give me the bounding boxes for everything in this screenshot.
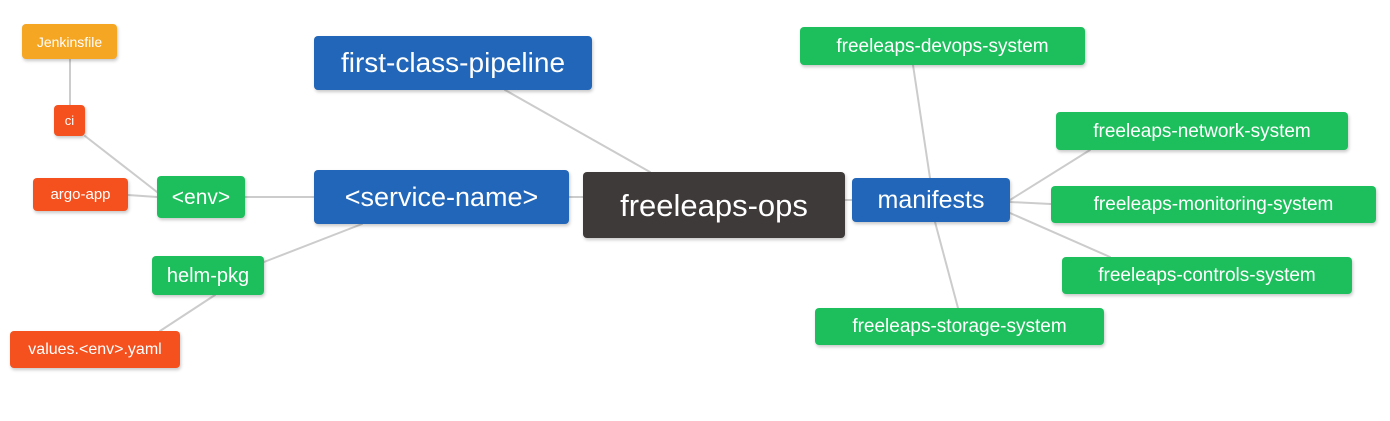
mindmap-node-label-argo-app: argo-app [50,186,111,203]
edge-manifests-to-devops [912,64,931,179]
mindmap-node-manifests[interactable]: manifests [852,178,1010,222]
mindmap-node-label-storage: freeleaps-storage-system [852,316,1067,337]
mindmap-node-storage[interactable]: freeleaps-storage-system [815,308,1104,345]
mindmap-node-ci[interactable]: ci [54,105,85,136]
mindmap-node-network[interactable]: freeleaps-network-system [1056,112,1348,150]
edge-argo-app-to-env [127,194,158,198]
mindmap-node-argo-app[interactable]: argo-app [33,178,128,211]
mindmap-node-label-fcp: first-class-pipeline [340,47,566,78]
mindmap-node-jenkinsfile[interactable]: Jenkinsfile [22,24,117,59]
mindmap-node-label-service-name: <service-name> [344,181,539,212]
mindmap-node-label-values-yaml: values.<env>.yaml [28,340,162,358]
mindmap-node-values-yaml[interactable]: values.<env>.yaml [10,331,180,368]
edge-helm-pkg-to-service-name [263,223,363,263]
mindmap-node-label-env: <env> [171,185,231,209]
mindmap-node-env[interactable]: <env> [157,176,245,218]
mindmap-node-label-jenkinsfile: Jenkinsfile [36,33,103,50]
mindmap-node-root[interactable]: freeleaps-ops [583,172,845,238]
mindmap-node-label-ci: ci [64,113,75,128]
mindmap-node-label-controls: freeleaps-controls-system [1098,265,1316,286]
mindmap-node-monitoring[interactable]: freeleaps-monitoring-system [1051,186,1376,223]
mindmap-node-label-devops: freeleaps-devops-system [836,35,1049,57]
edge-manifests-to-storage [934,221,959,309]
mindmap-node-devops[interactable]: freeleaps-devops-system [800,27,1085,65]
mindmap-node-label-helm-pkg: helm-pkg [166,264,250,287]
edge-fcp-to-root [504,89,651,173]
mindmap-node-controls[interactable]: freeleaps-controls-system [1062,257,1352,294]
mindmap-node-label-root: freeleaps-ops [620,187,808,223]
mindmap-node-helm-pkg[interactable]: helm-pkg [152,256,264,295]
edge-values-yaml-to-helm-pkg [159,294,216,332]
mindmap-node-label-network: freeleaps-network-system [1093,120,1311,142]
mindmap-node-service-name[interactable]: <service-name> [314,170,569,224]
mindmap-node-fcp[interactable]: first-class-pipeline [314,36,592,90]
mindmap-node-label-monitoring: freeleaps-monitoring-system [1093,194,1334,215]
edge-manifests-to-monitoring [1009,201,1052,205]
mindmap-node-label-manifests: manifests [877,185,985,214]
